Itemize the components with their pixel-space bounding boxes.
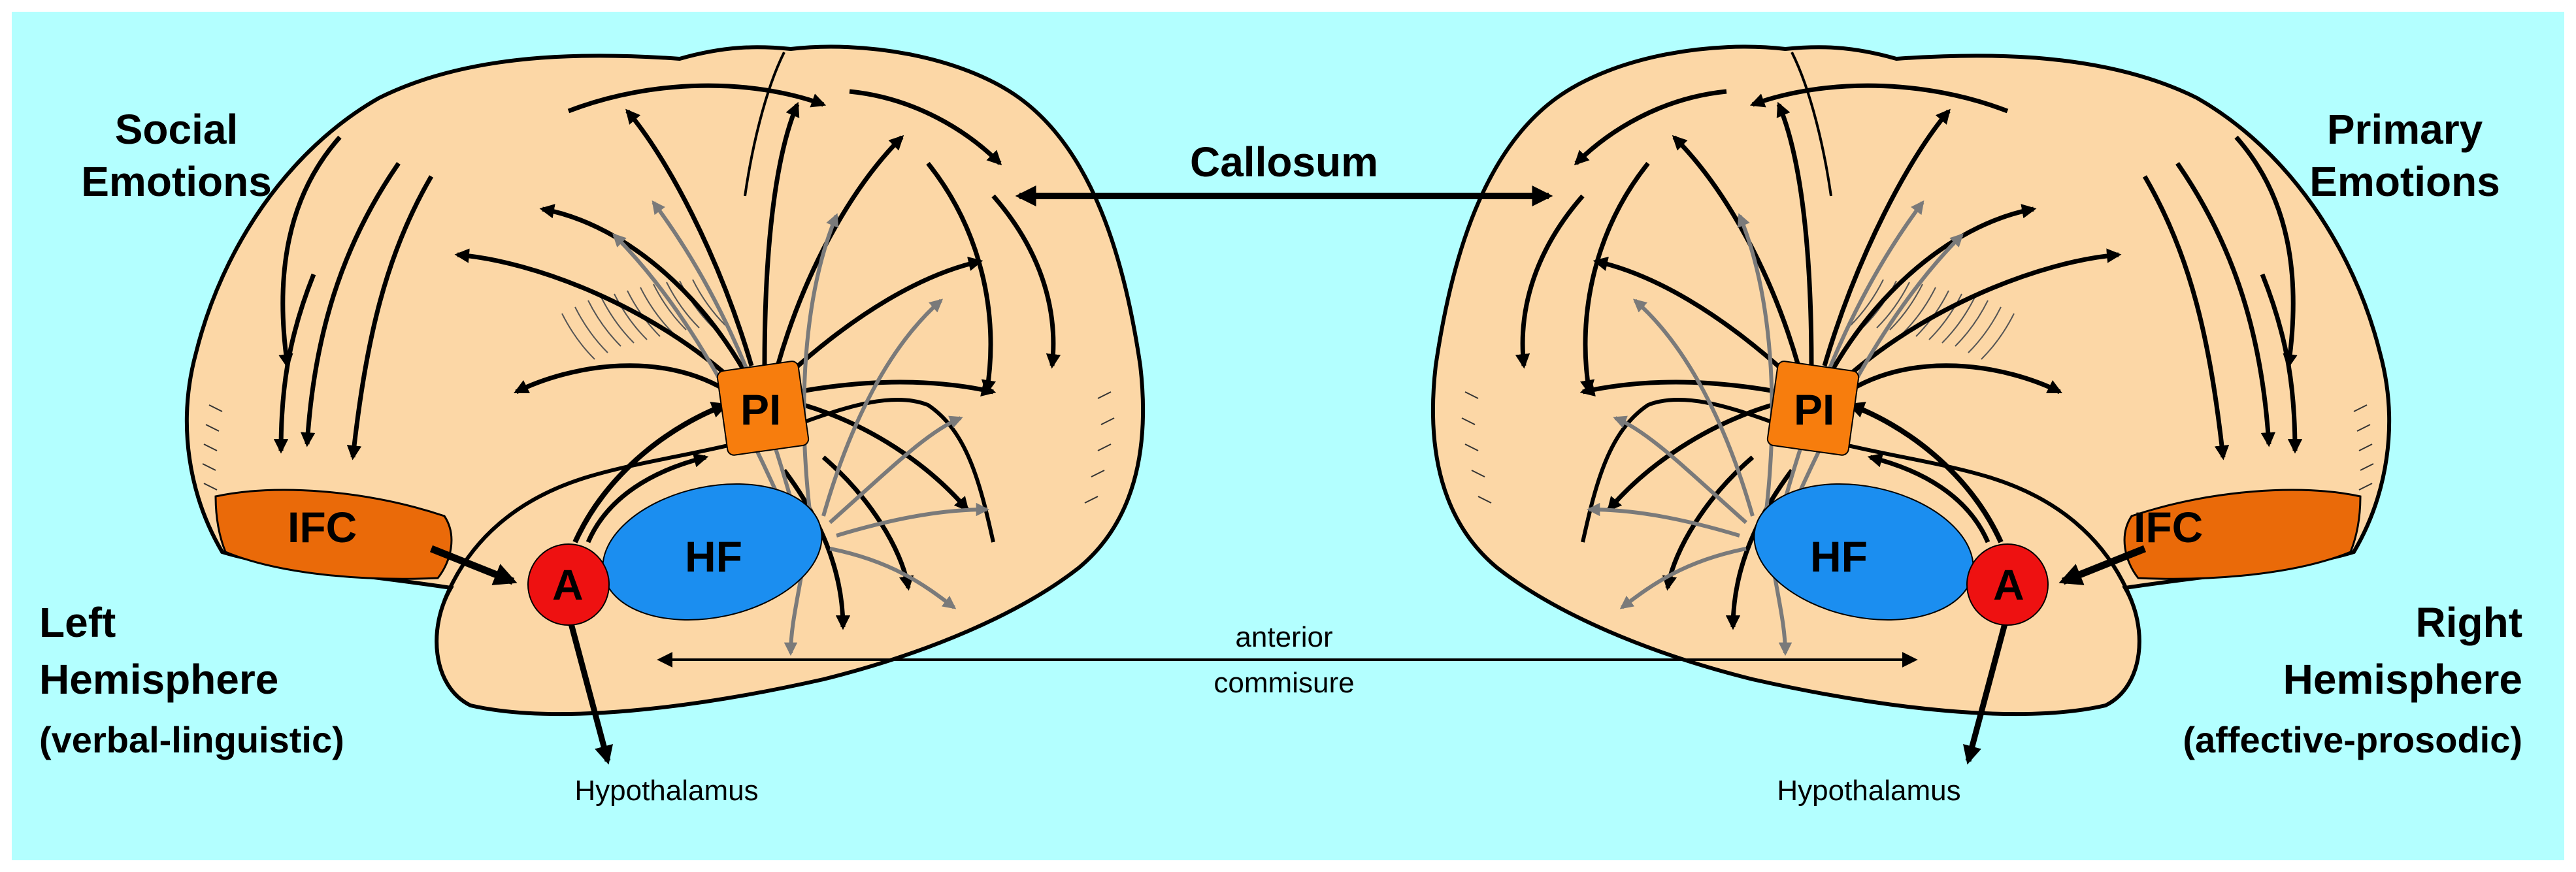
a-label-left: A [552, 560, 584, 609]
hf-label-left: HF [685, 532, 742, 581]
hypothalamus-right-label: Hypothalamus [1777, 775, 1960, 807]
anterior-commisure-line1: anterior [1235, 621, 1332, 653]
left-hemisphere-line1: Left [39, 599, 116, 646]
right-hemisphere-line3: (affective-prosodic) [2183, 719, 2522, 760]
hf-label-right: HF [1810, 532, 1868, 581]
social-emotions-line1: Social [115, 106, 239, 153]
ifc-label-right: IFC [2134, 503, 2203, 551]
primary-emotions-line2: Emotions [2309, 158, 2500, 205]
pi-label-left: PI [740, 385, 781, 434]
primary-emotions-line1: Primary [2327, 106, 2483, 153]
hypothalamus-left-label: Hypothalamus [574, 775, 758, 807]
ifc-label-left: IFC [288, 503, 357, 551]
social-emotions-line2: Emotions [81, 158, 272, 205]
callosum-label: Callosum [1190, 138, 1378, 186]
right-hemisphere-line1: Right [2416, 599, 2523, 646]
left-hemisphere-line3: (verbal-linguistic) [39, 719, 344, 760]
anterior-commisure-line2: commisure [1214, 667, 1354, 699]
right-hemisphere-line2: Hemisphere [2283, 656, 2522, 703]
pi-label-right: PI [1794, 385, 1834, 434]
a-label-right: A [1993, 560, 2024, 609]
left-hemisphere-line2: Hemisphere [39, 656, 278, 703]
